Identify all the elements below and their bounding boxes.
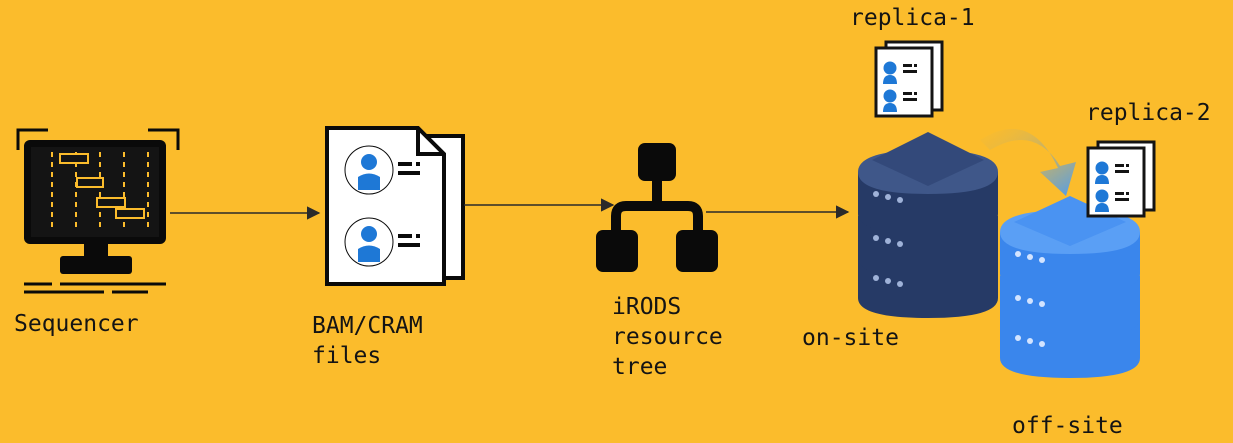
replica-2-document-icon — [1086, 140, 1156, 218]
onsite-label: on-site — [802, 325, 899, 351]
files-label: BAM/CRAM files — [312, 313, 423, 369]
sequencer-monitor-icon — [16, 128, 180, 294]
sequencer-label: Sequencer — [14, 311, 139, 337]
replica-1-document-icon — [874, 40, 944, 118]
replica-2-label: replica-2 — [1086, 100, 1211, 126]
server-stack-icon — [1000, 196, 1140, 378]
hierarchy-tree-icon — [596, 143, 718, 272]
document-stack-icon — [325, 126, 465, 286]
replication-arrow-icon — [980, 128, 1076, 196]
offsite-label: off-site — [1012, 413, 1123, 439]
flow-connectors — [170, 198, 850, 220]
replica-1-label: replica-1 — [850, 5, 975, 31]
irods-label: iRODS resource tree — [612, 294, 723, 380]
server-stack-icon — [858, 132, 998, 318]
